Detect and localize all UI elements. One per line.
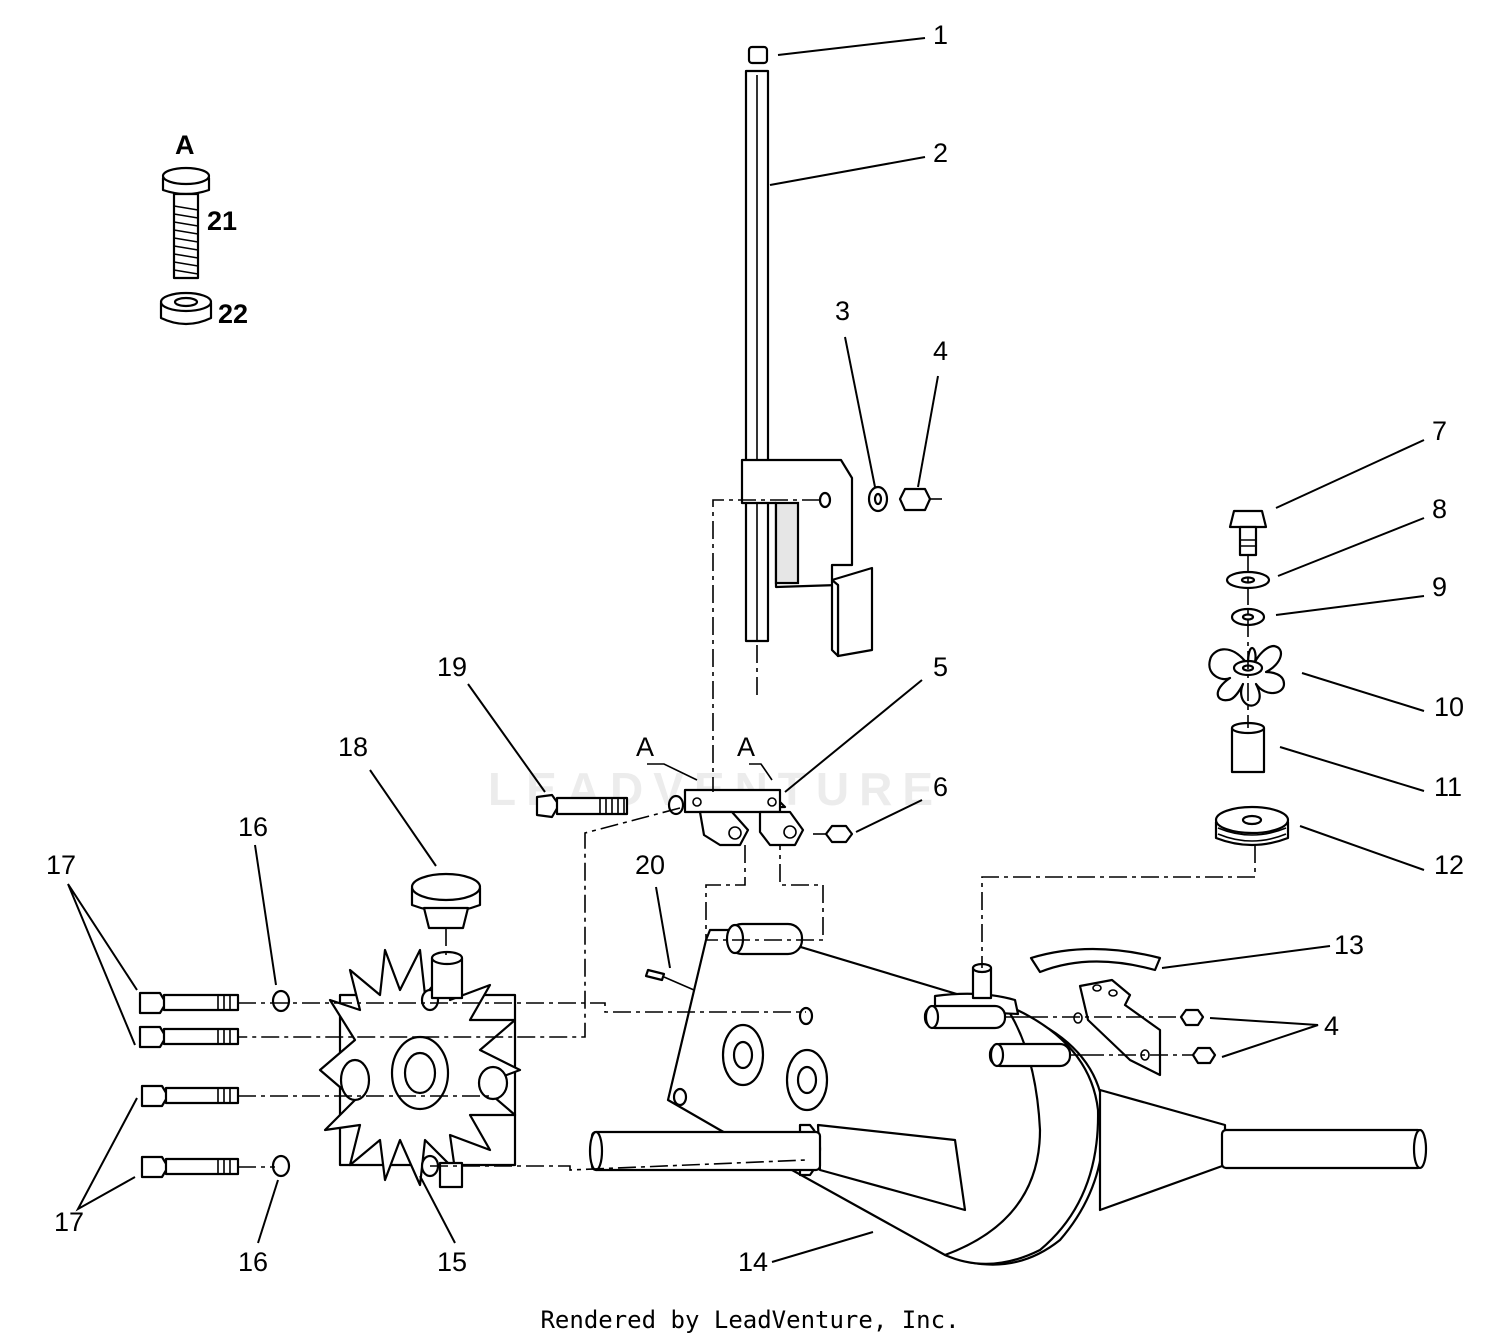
callout-7: 7	[1432, 416, 1447, 446]
dipstick-cap	[410, 872, 482, 930]
callout-15: 15	[437, 1247, 467, 1277]
pulley-fan-stack	[1208, 509, 1290, 847]
transaxle-housing	[588, 922, 1428, 1266]
mounting-bracket	[1029, 947, 1217, 1077]
callout-2: 2	[933, 138, 948, 168]
callout-19: 19	[437, 652, 467, 682]
section-label-left: A	[636, 732, 654, 762]
callout-18: 18	[338, 732, 368, 762]
callout-4-right: 4	[1324, 1011, 1339, 1041]
callout-numbers: 1 2 3 4 4 5 6 7 8 9 10 11 12 13 14 15 16…	[46, 20, 1464, 1277]
set-screw	[644, 968, 695, 991]
callout-11: 11	[1434, 772, 1462, 802]
detail-a-label: A	[175, 130, 195, 160]
detail-a-hardware: A	[159, 130, 213, 326]
callout-17-bottom: 17	[54, 1207, 84, 1237]
callout-21: 21	[207, 206, 237, 236]
footer-credit: Rendered by LeadVenture, Inc.	[540, 1306, 960, 1334]
callout-12: 12	[1434, 850, 1464, 880]
housing-bolts	[138, 989, 291, 1179]
callout-4-top: 4	[933, 336, 948, 366]
callout-16-top: 16	[238, 812, 268, 842]
callout-16-bottom: 16	[238, 1247, 268, 1277]
callout-9: 9	[1432, 572, 1447, 602]
callout-17-top: 17	[46, 850, 76, 880]
callout-8: 8	[1432, 494, 1447, 524]
section-label-right: A	[737, 732, 755, 762]
callout-10: 10	[1434, 692, 1464, 722]
callout-14: 14	[738, 1247, 768, 1277]
callout-1: 1	[933, 20, 948, 50]
leader-lines	[67, 37, 1425, 1263]
callout-13: 13	[1334, 930, 1364, 960]
shift-link-assembly: A A	[535, 732, 854, 847]
callout-5: 5	[933, 652, 948, 682]
shift-rod-assembly	[740, 45, 942, 658]
callout-6: 6	[933, 772, 948, 802]
callout-3: 3	[835, 296, 850, 326]
callout-20: 20	[635, 850, 665, 880]
alignment-lines	[238, 499, 1256, 1171]
fan-pump-assembly	[318, 948, 522, 1189]
callout-22: 22	[218, 299, 248, 329]
